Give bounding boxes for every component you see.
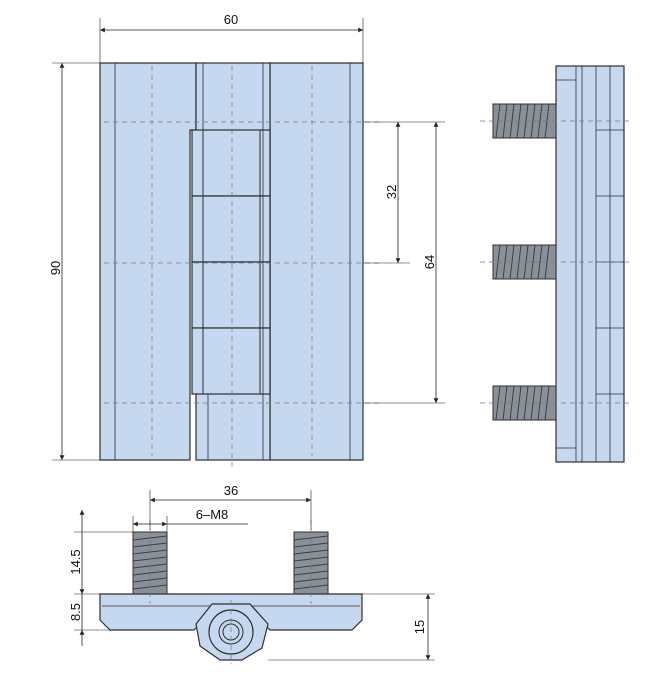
dim-bolt-spacing: 36 (224, 483, 238, 498)
bottom-dimensions: 36 6–M8 14.5 8.5 15 (68, 483, 435, 661)
dim-hole-spacing-32: 32 (384, 185, 399, 199)
knuckle-segments (191, 129, 271, 395)
dim-overall-depth: 15 (412, 620, 427, 634)
dim-bolt-length: 14.5 (68, 549, 83, 574)
front-view (99, 62, 380, 470)
dim-plate-thickness: 8.5 (68, 603, 83, 621)
side-view (480, 65, 630, 463)
dim-height-total: 90 (48, 261, 63, 275)
dim-width-total: 60 (224, 12, 238, 27)
front-dimensions: 60 90 32 64 (48, 12, 445, 461)
bottom-view (99, 520, 363, 664)
dim-thread-spec: 6–M8 (196, 507, 229, 522)
dim-hole-spacing-64: 64 (422, 255, 437, 269)
